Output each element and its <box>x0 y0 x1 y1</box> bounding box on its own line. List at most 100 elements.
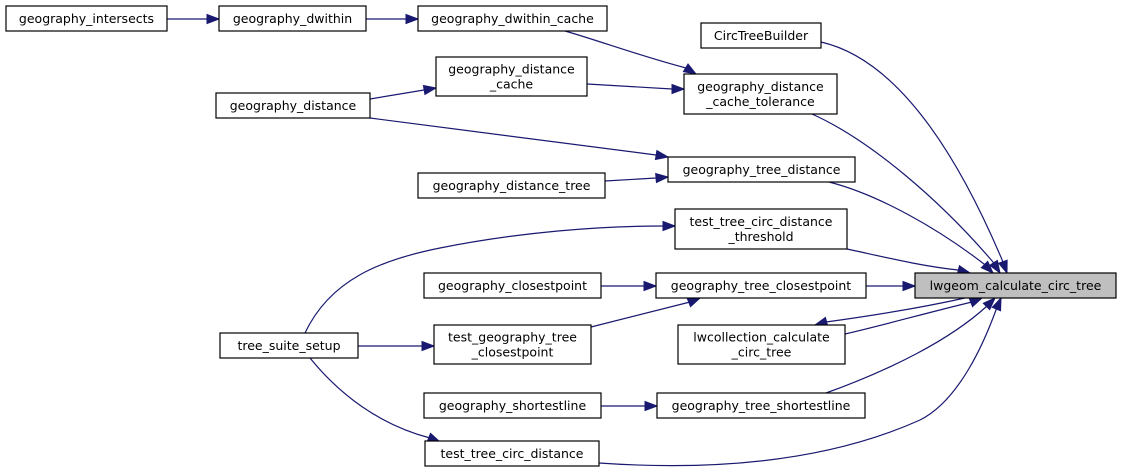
node-test-tree-circ-distance-threshold[interactable]: test_tree_circ_distance_threshold <box>674 208 848 250</box>
arrowhead-icon <box>655 172 670 184</box>
node-label: _closestpoint <box>471 345 554 360</box>
node-label: geography_distance <box>697 79 824 94</box>
edge-focus-to-lwcollection <box>813 297 966 327</box>
node-label: geography_shortestline <box>439 398 587 413</box>
node-geography-dwithin[interactable]: geography_dwithin <box>218 5 367 32</box>
node-box <box>655 272 867 299</box>
edge-test_circ_dist-to-focus <box>598 296 1002 467</box>
node-label: test_tree_circ_distance <box>690 214 833 229</box>
node-geography-shortestline[interactable]: geography_shortestline <box>423 392 602 419</box>
edge-line <box>590 297 701 328</box>
edge-intersects-to-dwithin <box>167 13 221 25</box>
node-label: geography_dwithin <box>233 11 352 26</box>
node-box <box>423 272 602 299</box>
node-box <box>914 272 1117 299</box>
node-geography-intersects[interactable]: geography_intersects <box>5 5 168 32</box>
edge-distance_tree-to-tree_distance <box>604 172 670 184</box>
edge-line <box>846 248 971 274</box>
node-label: geography_intersects <box>19 11 154 26</box>
arrowhead-icon <box>422 84 438 96</box>
node-box <box>656 392 866 419</box>
edge-line <box>304 225 675 334</box>
arrowhead-icon <box>988 259 1001 275</box>
edge-tree_distance-to-focus <box>828 181 995 275</box>
node-geography-distance[interactable]: geography_distance <box>215 92 371 119</box>
node-box <box>435 56 588 97</box>
node-label: geography_distance <box>230 98 357 113</box>
edge-tree_closestpoint-to-focus <box>866 280 917 292</box>
node-label: test_tree_circ_distance <box>441 446 584 461</box>
node-geography-tree-distance[interactable]: geography_tree_distance <box>667 156 856 183</box>
node-box <box>677 324 846 365</box>
edge-dwithin_cache-to-dist_cache_tol <box>564 30 698 75</box>
node-label: geography_distance_tree <box>433 178 591 193</box>
node-box <box>423 392 602 419</box>
edge-suite_setup-to-test_circ_dist <box>309 357 442 443</box>
node-label: geography_closestpoint <box>438 278 587 293</box>
node-box <box>700 22 822 49</box>
arrowhead-icon <box>206 13 221 25</box>
arrowhead-icon <box>991 296 1002 312</box>
edge-line <box>564 30 697 75</box>
node-lwgeom-calculate-circ-tree: lwgeom_calculate_circ_tree <box>914 272 1117 299</box>
arrowhead-icon <box>671 83 686 95</box>
node-label: CircTreeBuilder <box>714 28 809 43</box>
edge-line <box>811 113 1001 274</box>
node-label: _cache <box>489 77 534 92</box>
edge-shortestline-to-tree_shortestline <box>601 400 659 412</box>
node-box <box>417 5 608 32</box>
edge-line <box>586 83 684 90</box>
node-geography-distance-tree[interactable]: geography_distance_tree <box>417 172 606 199</box>
node-geography-dwithin-cache[interactable]: geography_dwithin_cache <box>417 5 608 32</box>
edge-circtreebuilder-to-focus <box>820 41 1008 275</box>
node-geography-distance-cache-tolerance[interactable]: geography_distance_cache_tolerance <box>683 73 838 115</box>
edge-distance_cache-to-dist_cache_tol <box>586 83 686 95</box>
node-geography-closestpoint[interactable]: geography_closestpoint <box>423 272 602 299</box>
node-tree-suite-setup[interactable]: tree_suite_setup <box>219 332 359 359</box>
node-box <box>5 5 168 32</box>
node-label: _cache_tolerance <box>705 94 815 109</box>
edges-layer <box>167 13 1008 467</box>
arrowhead-icon <box>968 297 984 308</box>
node-box <box>218 5 367 32</box>
edge-distance-to-distance_cache <box>369 84 438 100</box>
node-box <box>674 208 848 250</box>
edge-distance-to-tree_distance <box>369 117 670 161</box>
node-label: lwgeom_calculate_circ_tree <box>930 278 1102 293</box>
node-label: _threshold <box>727 229 793 244</box>
node-circtreebuilder[interactable]: CircTreeBuilder <box>700 22 822 49</box>
edge-test_geo_closest-to-tree_closestpoint <box>590 297 702 328</box>
arrowhead-icon <box>644 400 659 412</box>
node-label: _circ_tree <box>731 345 792 360</box>
node-box <box>667 156 856 183</box>
node-label: geography_tree_closestpoint <box>671 278 851 293</box>
edge-suite_setup-to-test_geo_closest <box>358 340 436 352</box>
arrowhead-icon <box>662 220 677 232</box>
arrowhead-icon <box>902 280 917 292</box>
node-box <box>683 73 838 115</box>
node-lwcollection-calculate-circ-tree[interactable]: lwcollection_calculate_circ_tree <box>677 324 846 365</box>
edge-line <box>828 181 994 274</box>
node-test-geography-tree-closestpoint[interactable]: test_geography_tree_closestpoint <box>433 324 592 365</box>
arrowhead-icon <box>982 296 997 311</box>
node-geography-tree-shortestline[interactable]: geography_tree_shortestline <box>656 392 866 419</box>
node-test-tree-circ-distance[interactable]: test_tree_circ_distance <box>424 440 600 467</box>
node-geography-tree-closestpoint[interactable]: geography_tree_closestpoint <box>655 272 867 299</box>
node-label: lwcollection_calculate <box>693 330 830 345</box>
node-label: geography_tree_distance <box>683 162 841 177</box>
edge-dist_cache_tol-to-focus <box>811 113 1001 275</box>
edge-line <box>814 297 966 326</box>
node-label: geography_tree_shortestline <box>672 398 851 413</box>
edge-closestpoint-to-tree_closestpoint <box>601 280 658 292</box>
edge-dwithin-to-dwithin_cache <box>366 13 420 25</box>
edge-line <box>820 41 1008 274</box>
edge-line <box>844 297 983 335</box>
arrowhead-icon <box>980 260 995 275</box>
arrowhead-icon <box>686 297 702 308</box>
arrowhead-icon <box>997 259 1008 275</box>
arrowhead-icon <box>421 340 436 352</box>
node-box <box>424 440 600 467</box>
node-geography-distance-cache[interactable]: geography_distance_cache <box>435 56 588 97</box>
